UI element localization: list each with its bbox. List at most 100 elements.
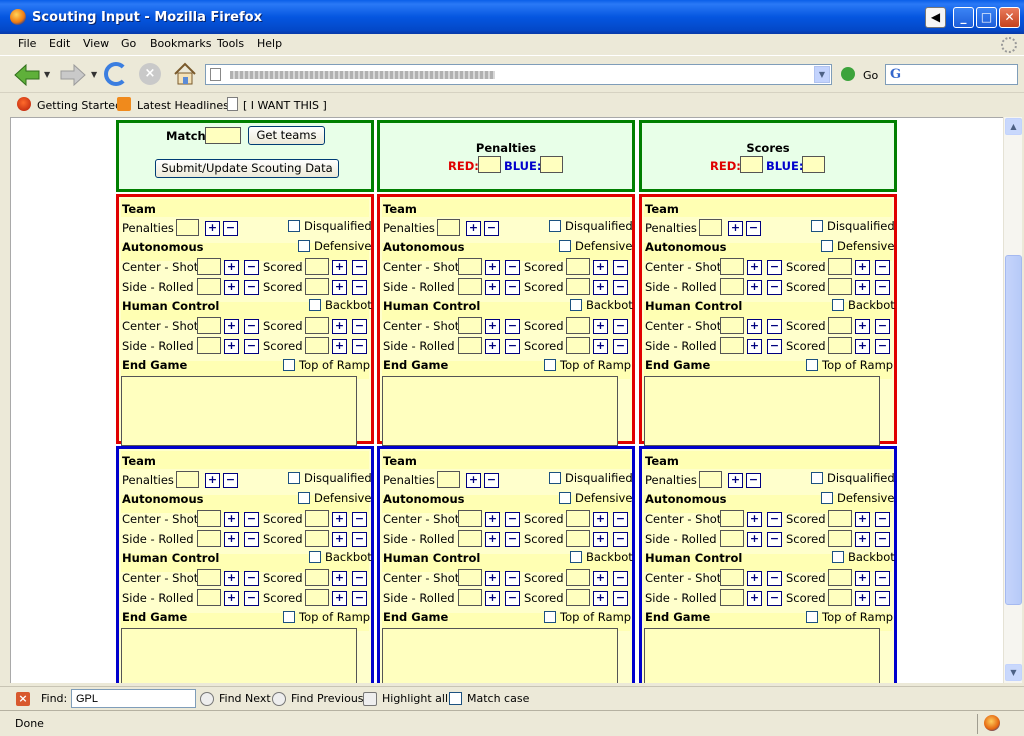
blue-2-human-center-scored-plus-button[interactable]: +	[593, 571, 608, 586]
blue-3-auto-side-shot-input[interactable]	[720, 530, 744, 547]
blue-2-top-of-ramp-checkbox[interactable]	[544, 611, 556, 623]
red-3-auto-center-shot-input[interactable]	[720, 258, 744, 275]
scroll-down-icon[interactable]: ▼	[1005, 664, 1022, 681]
red-3-auto-side-scored-minus-button[interactable]: −	[875, 280, 890, 295]
blue-3-backbot-checkbox[interactable]	[832, 551, 844, 563]
red-3-human-center-scored-minus-button[interactable]: −	[875, 319, 890, 334]
blue-1-auto-side-scored-input[interactable]	[305, 530, 329, 547]
blue-3-auto-center-scored-minus-button[interactable]: −	[875, 512, 890, 527]
red-1-auto-center-scored-input[interactable]	[305, 258, 329, 275]
red-3-human-side-shot-input[interactable]	[720, 337, 744, 354]
url-dropdown-icon[interactable]: ▼	[814, 66, 830, 83]
blue-1-human-center-scored-plus-button[interactable]: +	[332, 571, 347, 586]
blue-1-human-side-shot-input[interactable]	[197, 589, 221, 606]
red-1-auto-center-scored-minus-button[interactable]: −	[352, 260, 367, 275]
red-3-auto-center-scored-plus-button[interactable]: +	[855, 260, 870, 275]
vertical-scrollbar[interactable]: ▲ ▼	[1003, 117, 1022, 683]
red-1-human-center-scored-minus-button[interactable]: −	[352, 319, 367, 334]
blue-1-defensive-checkbox[interactable]	[298, 492, 310, 504]
blue-3-auto-side-scored-input[interactable]	[828, 530, 852, 547]
blue-3-top-of-ramp-checkbox[interactable]	[806, 611, 818, 623]
red-3-auto-center-shot-plus-button[interactable]: +	[747, 260, 762, 275]
blue-2-disqualified-checkbox[interactable]	[549, 472, 561, 484]
forward-arrow-icon[interactable]	[60, 64, 86, 86]
red-1-human-center-shot-plus-button[interactable]: +	[224, 319, 239, 334]
red-2-auto-center-shot-plus-button[interactable]: +	[485, 260, 500, 275]
blue-1-auto-side-shot-input[interactable]	[197, 530, 221, 547]
red-2-auto-side-shot-plus-button[interactable]: +	[485, 280, 500, 295]
red-3-human-center-scored-input[interactable]	[828, 317, 852, 334]
blue-2-auto-side-scored-plus-button[interactable]: +	[593, 532, 608, 547]
red-1-disqualified-checkbox[interactable]	[288, 220, 300, 232]
blue-1-end-game-notes[interactable]	[121, 628, 357, 683]
red-2-backbot-checkbox[interactable]	[570, 299, 582, 311]
forward-history-dropdown-icon[interactable]: ▼	[91, 70, 98, 79]
get-teams-button[interactable]: Get teams	[248, 126, 325, 145]
blue-2-human-center-scored-minus-button[interactable]: −	[613, 571, 628, 586]
find-input[interactable]	[71, 689, 196, 708]
red-2-human-center-scored-input[interactable]	[566, 317, 590, 334]
back-arrow-icon[interactable]	[14, 64, 40, 86]
blue-3-auto-center-scored-input[interactable]	[828, 510, 852, 527]
bookmark-i-want-this[interactable]: [ I WANT THIS ]	[243, 99, 327, 112]
red-3-auto-center-scored-minus-button[interactable]: −	[875, 260, 890, 275]
blue-1-human-side-scored-minus-button[interactable]: −	[352, 591, 367, 606]
blue-1-auto-center-scored-minus-button[interactable]: −	[352, 512, 367, 527]
match-input[interactable]	[205, 127, 241, 144]
bookmark-getting-started[interactable]: Getting Started	[37, 99, 123, 112]
red-2-auto-center-scored-minus-button[interactable]: −	[613, 260, 628, 275]
red-3-human-side-shot-minus-button[interactable]: −	[767, 339, 782, 354]
find-next-button[interactable]: Find Next	[219, 692, 271, 705]
red-2-end-game-notes[interactable]	[382, 376, 618, 446]
red-2-auto-center-shot-input[interactable]	[458, 258, 482, 275]
red-3-auto-side-scored-plus-button[interactable]: +	[855, 280, 870, 295]
blue-3-penalties-input[interactable]	[699, 471, 722, 488]
red-2-auto-side-scored-minus-button[interactable]: −	[613, 280, 628, 295]
red-2-disqualified-checkbox[interactable]	[549, 220, 561, 232]
blue-2-human-side-scored-minus-button[interactable]: −	[613, 591, 628, 606]
blue-1-auto-center-scored-input[interactable]	[305, 510, 329, 527]
go-label[interactable]: Go	[863, 69, 879, 82]
blue-2-human-side-scored-input[interactable]	[566, 589, 590, 606]
blue-2-human-center-scored-input[interactable]	[566, 569, 590, 586]
red-3-auto-center-scored-input[interactable]	[828, 258, 852, 275]
blue-2-auto-center-scored-input[interactable]	[566, 510, 590, 527]
submit-scouting-button[interactable]: Submit/Update Scouting Data	[155, 159, 339, 178]
bookmark-latest-headlines[interactable]: Latest Headlines	[137, 99, 229, 112]
match-case-checkbox[interactable]	[449, 692, 462, 705]
red-1-human-side-scored-minus-button[interactable]: −	[352, 339, 367, 354]
blue-1-human-side-scored-input[interactable]	[305, 589, 329, 606]
red-1-auto-side-shot-plus-button[interactable]: +	[224, 280, 239, 295]
red-2-human-side-scored-plus-button[interactable]: +	[593, 339, 608, 354]
blue-3-human-side-scored-plus-button[interactable]: +	[855, 591, 870, 606]
blue-3-human-side-shot-input[interactable]	[720, 589, 744, 606]
red-2-penalties-minus-button[interactable]: −	[484, 221, 499, 236]
blue-1-human-center-scored-input[interactable]	[305, 569, 329, 586]
blue-2-human-center-shot-input[interactable]	[458, 569, 482, 586]
red-1-auto-center-shot-minus-button[interactable]: −	[244, 260, 259, 275]
blue-1-disqualified-checkbox[interactable]	[288, 472, 300, 484]
red-2-auto-side-shot-minus-button[interactable]: −	[505, 280, 520, 295]
scores-blue-input[interactable]	[802, 156, 825, 173]
blue-3-penalties-plus-button[interactable]: +	[728, 473, 743, 488]
blue-1-penalties-input[interactable]	[176, 471, 199, 488]
blue-2-auto-side-shot-input[interactable]	[458, 530, 482, 547]
blue-3-human-center-shot-minus-button[interactable]: −	[767, 571, 782, 586]
red-3-auto-side-scored-input[interactable]	[828, 278, 852, 295]
blue-1-auto-side-shot-minus-button[interactable]: −	[244, 532, 259, 547]
blue-2-penalties-plus-button[interactable]: +	[466, 473, 481, 488]
red-1-auto-side-scored-input[interactable]	[305, 278, 329, 295]
blue-3-human-side-scored-minus-button[interactable]: −	[875, 591, 890, 606]
blue-3-auto-side-scored-plus-button[interactable]: +	[855, 532, 870, 547]
red-3-penalties-input[interactable]	[699, 219, 722, 236]
blue-3-human-center-scored-input[interactable]	[828, 569, 852, 586]
blue-3-defensive-checkbox[interactable]	[821, 492, 833, 504]
blue-3-auto-side-shot-plus-button[interactable]: +	[747, 532, 762, 547]
reload-icon[interactable]	[104, 62, 128, 86]
red-2-defensive-checkbox[interactable]	[559, 240, 571, 252]
blue-2-auto-center-shot-plus-button[interactable]: +	[485, 512, 500, 527]
red-2-penalties-input[interactable]	[437, 219, 460, 236]
blue-1-auto-side-shot-plus-button[interactable]: +	[224, 532, 239, 547]
blue-1-backbot-checkbox[interactable]	[309, 551, 321, 563]
red-1-penalties-plus-button[interactable]: +	[205, 221, 220, 236]
